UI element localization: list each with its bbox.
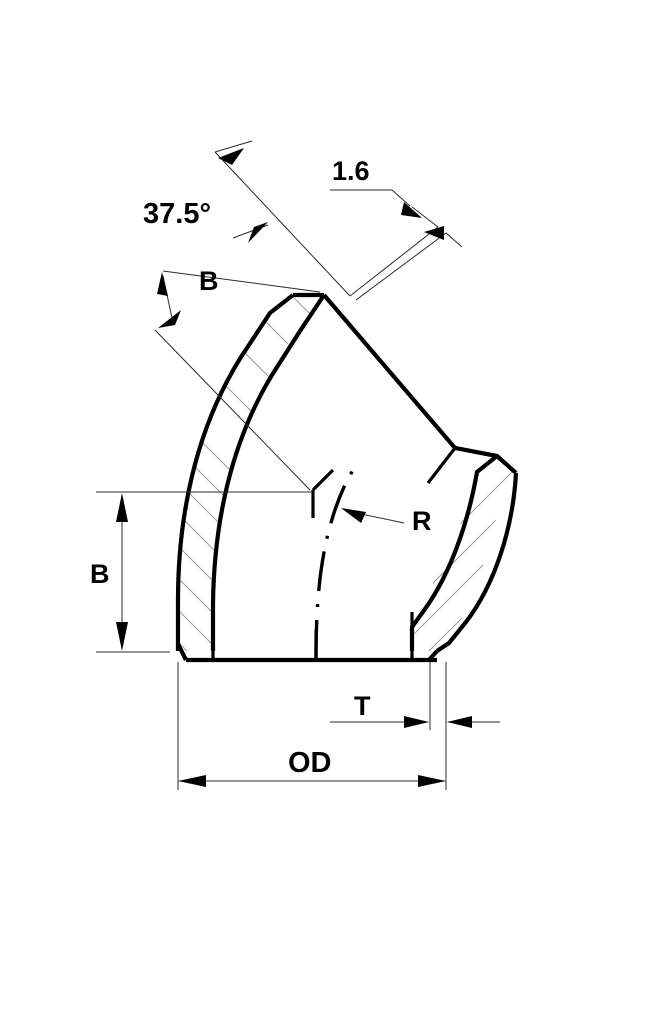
arrow-b-vertical-bottom	[116, 622, 128, 651]
bevel-gap-dimension-label: 1.6	[332, 156, 370, 186]
dimension-b-vertical: B	[90, 491, 312, 653]
elbow-bottom-left-chamfer	[176, 643, 188, 661]
arrow-od-right	[418, 775, 446, 787]
dimension-b-angled: B	[154, 266, 321, 491]
b-angled-dimension-label: B	[199, 266, 219, 296]
elbow-outer-right-contour	[435, 472, 519, 653]
dimension-bevel-gap-1-6: 1.6	[330, 156, 463, 301]
arrow-bevel-gap-upper	[401, 202, 422, 218]
elbow-inner-seam-kink	[311, 468, 335, 518]
b-vertical-dimension-label: B	[90, 559, 110, 589]
dimension-angle-37-5: 37.5°	[143, 140, 351, 297]
thickness-dimension-label: T	[354, 691, 371, 721]
od-dimension-label: OD	[288, 747, 332, 779]
elbow-outer-right-upper-contour	[322, 293, 518, 475]
elbow-outer-left-contour	[175, 293, 295, 651]
arrow-thickness-right	[447, 716, 472, 728]
elbow-inner-left-contour	[210, 293, 326, 651]
arrow-bevel-gap-lower	[424, 226, 444, 240]
bend-centerline-arc	[314, 463, 358, 661]
arrow-b-vertical-top	[116, 493, 128, 522]
arrow-b-angled-upper	[157, 272, 168, 296]
dimension-outside-diameter: OD	[177, 662, 447, 790]
elbow-bottom-right-chamfer	[427, 649, 439, 662]
elbow-inner-right-contour	[409, 454, 499, 651]
arrow-od-left	[178, 775, 206, 787]
dimension-wall-thickness: T	[330, 662, 500, 730]
arrow-radius	[341, 508, 366, 523]
angle-dimension-label: 37.5°	[143, 198, 211, 230]
arrow-angle-upper	[218, 148, 244, 165]
dimension-radius: R	[341, 506, 432, 536]
elbow-inner-upper-tangent-line	[426, 447, 457, 484]
arrow-thickness-left	[404, 716, 429, 728]
arrow-b-angled-lower	[158, 310, 181, 328]
radius-dimension-label: R	[412, 506, 432, 536]
arrow-angle-lower	[248, 222, 268, 243]
